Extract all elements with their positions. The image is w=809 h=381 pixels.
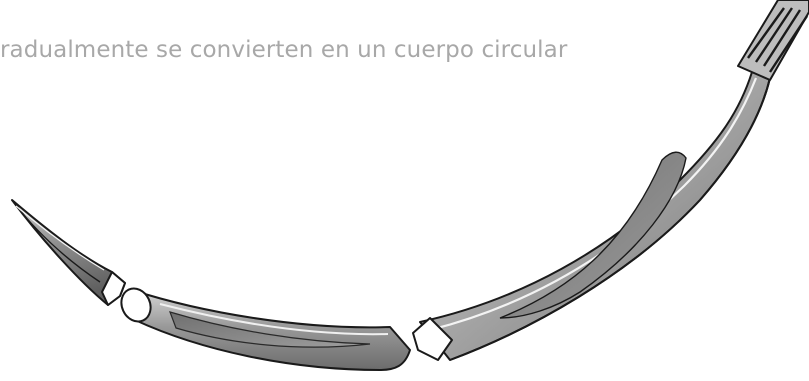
needle-middle-section [120, 287, 411, 371]
needle-swage-stripe [768, 15, 809, 73]
caption-text: radualmente se convierten en un cuerpo c… [0, 37, 568, 63]
needle-tip-edge-line [13, 202, 101, 283]
needle-swage-end [737, 0, 809, 81]
needle-swage-body [737, 0, 809, 81]
needle-middle-groove [169, 311, 371, 348]
needle-body-section [412, 71, 771, 361]
needle-swage-stripe [762, 9, 802, 67]
needle-body-cut-face [412, 317, 453, 361]
needle-tip-cut-face [101, 271, 126, 306]
needle-middle-cut-face [120, 287, 152, 323]
needle-tip-section [11, 199, 126, 306]
needle-swage-stripe [755, 7, 793, 63]
needle-middle-body [131, 289, 411, 371]
needle-body-lower-edge [449, 77, 771, 361]
needle-middle-highlight [159, 303, 389, 336]
needle-swage-stripe [747, 7, 785, 59]
needle-tip-edge-line-2 [15, 205, 105, 271]
needle-body-groove [499, 151, 687, 319]
needle-body-highlight [429, 77, 758, 332]
